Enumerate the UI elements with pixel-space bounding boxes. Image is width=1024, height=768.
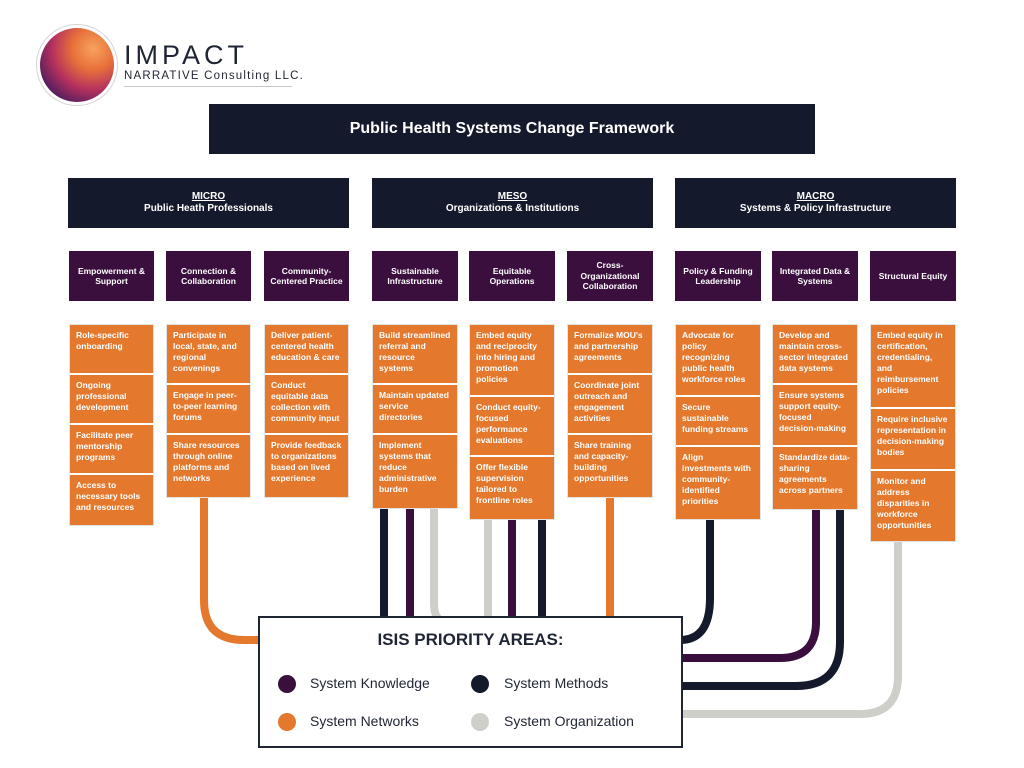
list-item: Ongoing professional development <box>70 375 153 425</box>
category-header-policy: Policy & Funding Leadership <box>675 251 761 301</box>
methods-dot-icon <box>471 675 489 693</box>
list-item: Maintain updated service directories <box>373 385 457 435</box>
list-item: Share resources through online platforms… <box>167 435 250 497</box>
list-item: Share training and capacity-building opp… <box>568 435 652 497</box>
category-header-crossorg: Cross-Organizational Collaboration <box>567 251 653 301</box>
level-micro: MICRO Public Heath Professionals <box>68 178 349 228</box>
column-sustainable: Build streamlined referral and resource … <box>372 324 458 509</box>
legend-label-methods: System Methods <box>504 675 609 691</box>
list-item: Coordinate joint outreach and engagement… <box>568 375 652 435</box>
column-crossorg: Formalize MOU's and partnership agreemen… <box>567 324 653 498</box>
column-equitable: Embed equity and reciprocity into hiring… <box>469 324 555 520</box>
connector-knowledge-data <box>680 508 820 662</box>
logo-divider <box>124 86 292 87</box>
list-item: Conduct equity-focused performance evalu… <box>470 397 554 457</box>
level-micro-name: MICRO <box>191 191 226 202</box>
logo-sun-icon <box>40 28 114 102</box>
list-item: Require inclusive representation in deci… <box>871 409 955 471</box>
list-item: Embed equity and reciprocity into hiring… <box>470 325 554 397</box>
list-item: Ensure systems support equity-focused de… <box>773 385 857 447</box>
connector-org-sustainable <box>430 508 448 628</box>
category-header-sustainable: Sustainable Infrastructure <box>372 251 458 301</box>
column-structural: Embed equity in certification, credentia… <box>870 324 956 542</box>
legend-label-knowledge: System Knowledge <box>310 675 430 691</box>
list-item: Conduct equitable data collection with c… <box>265 375 348 435</box>
category-header-equitable: Equitable Operations <box>469 251 555 301</box>
level-meso: MESO Organizations & Institutions <box>372 178 653 228</box>
list-item: Implement systems that reduce administra… <box>373 435 457 508</box>
list-item: Participate in local, state, and regiona… <box>167 325 250 385</box>
list-item: Deliver patient-centered health educatio… <box>265 325 348 375</box>
level-macro-name: MACRO <box>796 191 835 202</box>
category-header-community: Community-Centered Practice <box>264 251 349 301</box>
column-connection: Participate in local, state, and regiona… <box>166 324 251 498</box>
category-header-connection: Connection & Collaboration <box>166 251 251 301</box>
logo-subtitle: NARRATIVE Consulting LLC. <box>124 70 304 82</box>
category-header-structural: Structural Equity <box>870 251 956 301</box>
connector-methods-data <box>680 508 844 690</box>
category-header-data: Integrated Data & Systems <box>772 251 858 301</box>
level-meso-subtitle: Organizations & Institutions <box>445 203 580 214</box>
category-header-empowerment: Empowerment & Support <box>69 251 154 301</box>
list-item: Align investments with community-identif… <box>676 447 760 519</box>
list-item: Provide feedback to organizations based … <box>265 435 348 497</box>
logo-ring <box>36 24 118 106</box>
list-item: Role-specific onboarding <box>70 325 153 375</box>
list-item: Secure sustainable funding streams <box>676 397 760 447</box>
legend-title: ISIS PRIORITY AREAS: <box>377 630 564 649</box>
column-community: Deliver patient-centered health educatio… <box>264 324 349 498</box>
connector-networks-connection <box>200 496 262 644</box>
list-item: Advocate for policy recognizing public h… <box>676 325 760 397</box>
legend-label-organization: System Organization <box>504 713 634 729</box>
list-item: Embed equity in certification, credentia… <box>871 325 955 409</box>
framework-title: Public Health Systems Change Framework <box>209 104 815 154</box>
list-item: Monitor and address disparities in workf… <box>871 471 955 541</box>
list-item: Build streamlined referral and resource … <box>373 325 457 385</box>
list-item: Develop and maintain cross-sector integr… <box>773 325 857 385</box>
list-item: Facilitate peer mentorship programs <box>70 425 153 475</box>
list-item: Formalize MOU's and partnership agreemen… <box>568 325 652 375</box>
list-item: Access to necessary tools and resources <box>70 475 153 525</box>
list-item: Standardize data-sharing agreements acro… <box>773 447 857 509</box>
list-item: Engage in peer-to-peer learning forums <box>167 385 250 435</box>
column-data: Develop and maintain cross-sector integr… <box>772 324 858 510</box>
level-meso-name: MESO <box>497 191 528 202</box>
list-item: Offer flexible supervision tailored to f… <box>470 457 554 519</box>
level-macro: MACRO Systems & Policy Infrastructure <box>675 178 956 228</box>
column-policy: Advocate for policy recognizing public h… <box>675 324 761 520</box>
legend-label-networks: System Networks <box>310 713 419 729</box>
networks-dot-icon <box>278 713 296 731</box>
connector-org-structural <box>680 540 902 718</box>
organization-dot-icon <box>471 713 489 731</box>
logo-title: IMPACT <box>124 40 248 70</box>
level-micro-subtitle: Public Heath Professionals <box>144 203 273 214</box>
column-empowerment: Role-specific onboarding Ongoing profess… <box>69 324 154 526</box>
knowledge-dot-icon <box>278 675 296 693</box>
connector-methods-policy <box>679 518 714 644</box>
priority-legend: ISIS PRIORITY AREAS: System Knowledge Sy… <box>258 616 683 748</box>
level-macro-subtitle: Systems & Policy Infrastructure <box>739 203 892 214</box>
